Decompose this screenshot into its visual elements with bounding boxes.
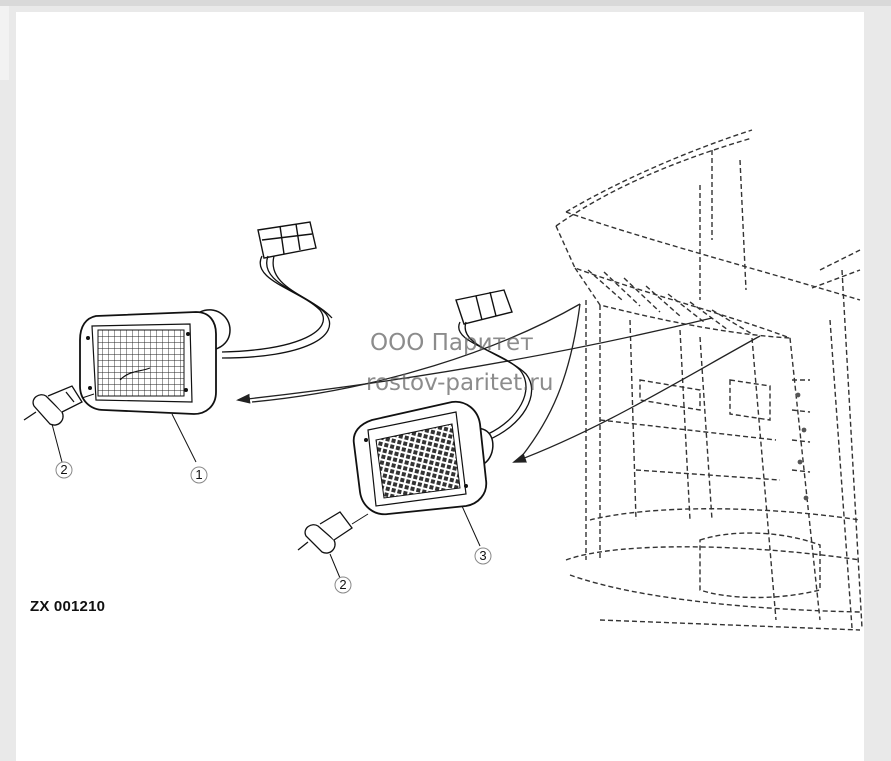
- frame-bolt-holes: [795, 392, 809, 501]
- pointer-arrows: [236, 303, 761, 463]
- cable-2: [458, 321, 533, 441]
- cab-frame-outline: [555, 129, 863, 631]
- callout-label-3: 3: [479, 548, 487, 563]
- leader-line-2a: [51, 393, 95, 463]
- leader-line-1: [171, 413, 197, 463]
- leader-line-2b: [329, 513, 369, 579]
- leader-line-3: [461, 505, 481, 547]
- work-lamp-1: [79, 309, 231, 415]
- figure-code: ZX 001210: [30, 598, 106, 615]
- left-edge-tab: [0, 6, 9, 80]
- callout-label-2a: 2: [60, 462, 68, 477]
- top-bar: [0, 0, 891, 6]
- callout-label-2b: 2: [339, 577, 347, 592]
- watermark-url: rostov-paritet.ru: [366, 370, 554, 396]
- connector-plug-2: [455, 289, 513, 325]
- bulb-2b: [297, 511, 353, 554]
- callout-label-1: 1: [195, 467, 203, 482]
- watermark-company: ООО Паритет: [370, 330, 534, 356]
- bulb-2a: [23, 385, 83, 426]
- connector-plug-1: [257, 221, 317, 259]
- cable-1: [221, 255, 333, 359]
- work-lamp-3: [352, 400, 494, 516]
- callout-circles: [55, 461, 492, 594]
